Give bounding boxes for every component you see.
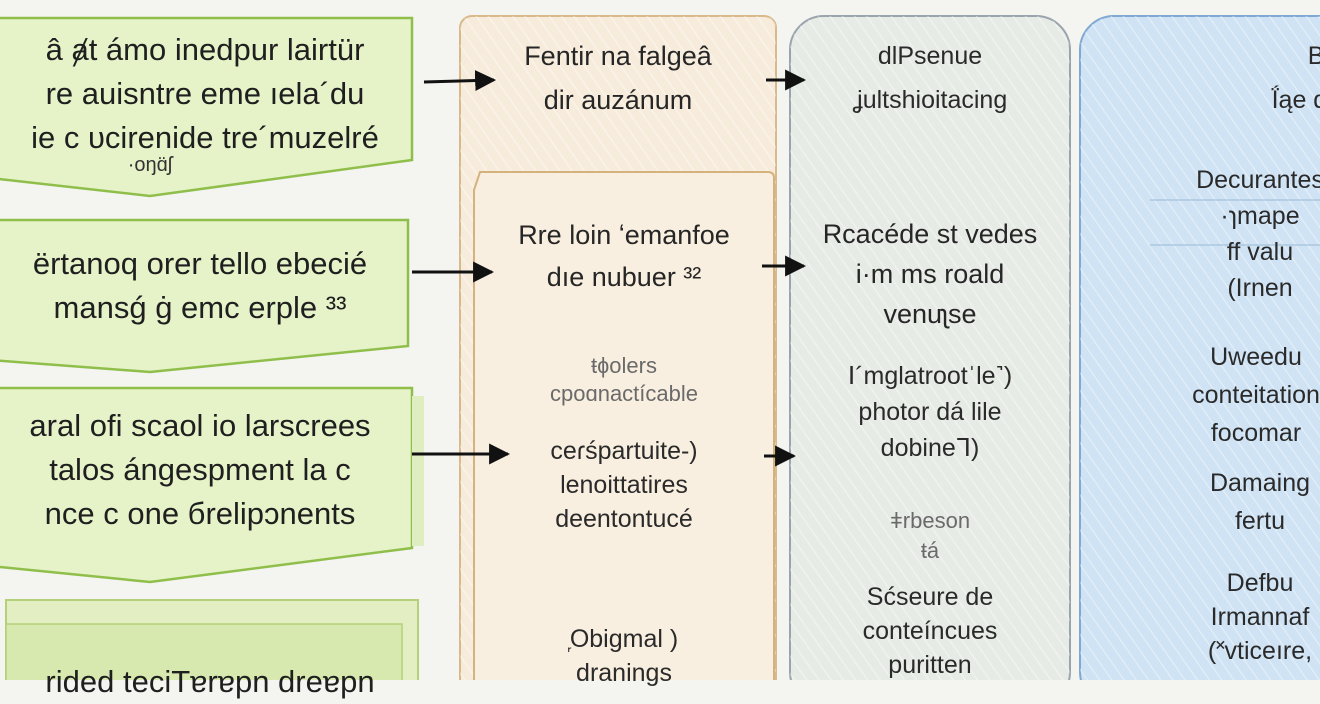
- gray-block-2-line: Ⅰ´mglatrootˈle˺): [847, 362, 1013, 390]
- gray-block-3-line: conteíncues: [862, 617, 998, 645]
- beige-top-box-text: Fentir na falgeâ dir auzánum: [462, 34, 774, 122]
- beige-mid-box: [473, 171, 775, 680]
- beige-mid-box-text: Rre loin ʻemanfoe dıe nubuer ³²: [474, 214, 774, 298]
- process-diagram: [0, 15, 1320, 680]
- blue-block-4-line: (˟vticeıre,: [1207, 637, 1313, 665]
- beige-faint-text: ŧɸolers cpoɑnactícable: [474, 352, 774, 408]
- left-box-3-shadow: [412, 396, 424, 546]
- gray-faint-line: ǂrbeson: [889, 508, 971, 533]
- gray-block-1: Rcacéde st vedes i·m ms roald venuʅse: [792, 214, 1068, 334]
- blue-block-1-line: Decurantes: [1196, 166, 1320, 194]
- beige-paren-line: ceɾśpartuite-): [550, 437, 698, 465]
- left-box-1: [0, 16, 414, 198]
- blue-block-1-line: (Irnen: [1227, 274, 1293, 302]
- left-box-3-line: aral ofi scaol io larscrees: [29, 408, 371, 443]
- beige-bottom-line: dranings: [576, 659, 672, 687]
- left-box-3-text: aral ofi scaol io larscrees talos ángesp…: [0, 404, 400, 536]
- blue-header-line: Bulure: [1307, 42, 1320, 70]
- blue-block-2-line: Uweedu: [1210, 343, 1302, 371]
- beige-bottom-line: ᷊Obigmal ): [569, 625, 679, 653]
- left-box-2-line: ërtanoq orer tello ebecié: [32, 246, 368, 281]
- left-box-4-line: rided teciTɐrɐpn dreɐpn: [45, 664, 375, 699]
- left-box-3: [0, 386, 414, 584]
- beige-paren-line: lenoittatires: [560, 471, 688, 499]
- blue-header-text: Bulure Ḯąe disom: [1140, 34, 1320, 122]
- gray-block-3: Sćseure de conteíncues puritten: [792, 580, 1068, 682]
- blue-block-4: Defbu Irmannaf (˟vticeıre,: [1140, 566, 1320, 668]
- left-box-1-line: â ⱥt ámo inedpur lairtür: [45, 32, 365, 67]
- gray-block-3-line: Sćseure de: [866, 583, 994, 611]
- left-box-1-tail: ·oŋɑ̈ʃ: [127, 154, 173, 176]
- gray-header-line: ʝultshioitacing: [852, 86, 1008, 114]
- blue-column-hatch: [1080, 16, 1320, 680]
- left-box-2-line: mansǵ ġ emc erple ³³: [53, 290, 347, 325]
- gray-column-hatch: [790, 16, 1070, 680]
- left-box-3-line: nce c one бrelipɔnents: [44, 496, 356, 531]
- blue-block-2: Uweedu conteitation focomar: [1126, 338, 1320, 452]
- gray-block-1-line: i·m ms roald: [855, 259, 1005, 289]
- beige-faint-line: ŧɸolers: [591, 353, 657, 378]
- beige-mid-line: dıe nubuer ³²: [546, 262, 702, 292]
- blue-block-2-line: focomar: [1210, 419, 1302, 447]
- gray-header-text: dlPsenue ʝultshioitacing: [792, 34, 1068, 122]
- beige-paren-line: deentontuсé: [555, 505, 693, 533]
- gray-block-2-line: photor dá lile: [858, 398, 1002, 426]
- left-box-2: [0, 218, 410, 374]
- blue-block-2-line: conteitation: [1192, 381, 1320, 409]
- blue-block-1-line: ff valu: [1226, 238, 1294, 266]
- blue-block-3: Damaing fertu: [1140, 464, 1320, 540]
- left-box-2-text: ërtanoq orer tello ebecié mansǵ ġ emc er…: [0, 242, 400, 330]
- blue-block-4-line: Defbu: [1226, 569, 1294, 597]
- beige-top-line: dir auzánum: [543, 85, 693, 115]
- gray-block-1-line: Rcacéde st vedes: [822, 219, 1038, 249]
- blue-block-3-line: Damaing: [1209, 469, 1311, 497]
- blue-block-3-line: fertu: [1234, 507, 1286, 535]
- beige-top-line: Fentir na falgeâ: [524, 41, 712, 71]
- gray-block-2-line: dobineᒣ): [880, 434, 980, 462]
- gray-block-3-line: puritten: [888, 651, 972, 679]
- gray-block-2: Ⅰ´mglatrootˈle˺) photor dá lile dobineᒣ): [792, 358, 1068, 466]
- gray-block-1-line: venuʅse: [883, 299, 977, 329]
- gray-faint-text: ǂrbeson ŧá: [792, 506, 1068, 566]
- left-box-3-line: talos ángespment la ᴄ: [49, 452, 351, 487]
- left-box-4-band: [5, 623, 403, 680]
- left-box-1-line: ie c ᴜcirenide tre´muzelré: [31, 120, 379, 155]
- beige-mid-line: Rre loin ʻemanfoe: [518, 220, 730, 250]
- arrow-1: [423, 70, 497, 92]
- blue-block-4-line: Irmannaf: [1210, 603, 1310, 631]
- left-box-4-text: rided teciTɐrɐpn dreɐpn: [0, 660, 420, 704]
- gray-header-line: dlPsenue: [877, 42, 983, 70]
- gray-faint-line: ŧá: [920, 538, 940, 563]
- blue-header-line: Ḯąe disom: [1271, 86, 1320, 114]
- left-box-1-text: â ⱥt ámo inedpur lairtür re auisntre eme…: [0, 28, 410, 160]
- blue-block-1-line: ·ɿmape: [1220, 202, 1300, 230]
- beige-faint-line: cpoɑnactícable: [550, 381, 698, 406]
- blue-block-1: Decurantes ·ɿmape ff valu (Irnen: [1140, 162, 1320, 306]
- left-box-1-line: re auisntre eme ıela´du: [45, 76, 365, 111]
- beige-paren-text: ceɾśpartuite-) lenoittatires deentontuсé: [474, 434, 774, 536]
